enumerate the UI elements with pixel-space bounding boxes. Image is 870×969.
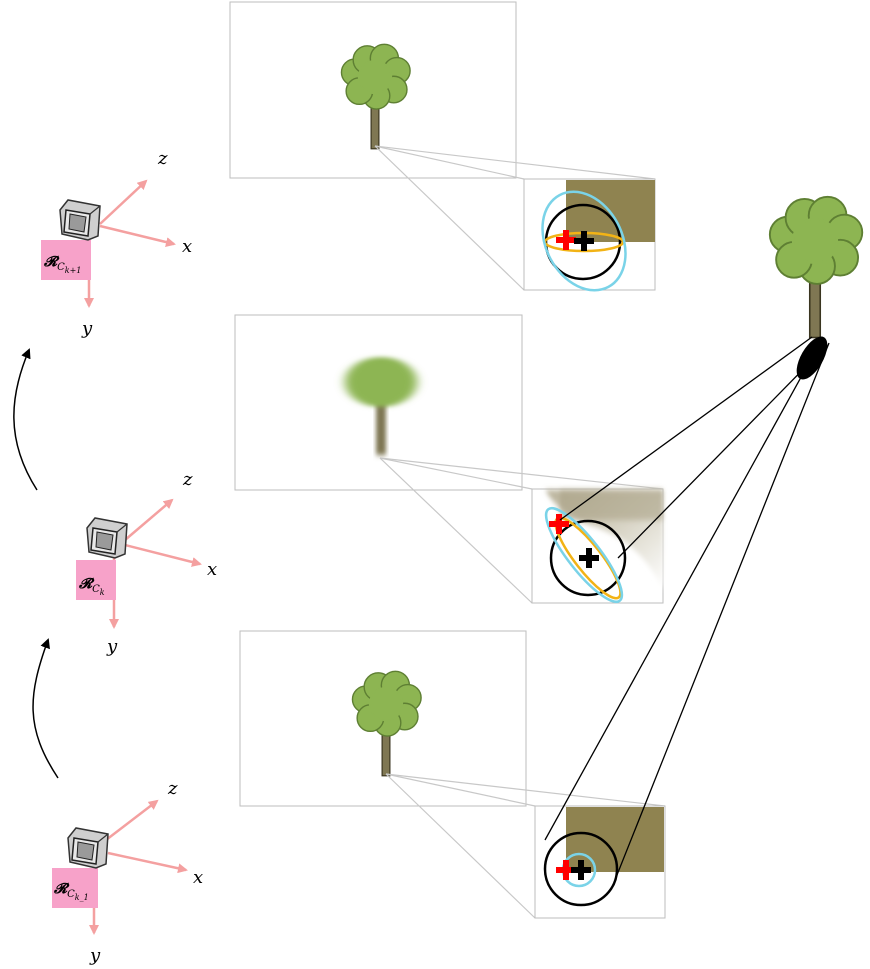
view-frame-middle [234,314,523,491]
motion-arrow-lower [32,638,59,779]
view-frame-bottom [239,630,527,807]
camera-icon [67,827,109,869]
camera-icon [59,199,101,241]
camera-frame-k: z x y 𝓡Ck [76,469,217,657]
projection-lines [544,336,830,881]
x-axis-label: x [207,559,217,580]
x-axis-label: x [193,867,203,888]
landmark-tree-icon [768,195,864,339]
uncertainty-circle [543,831,619,907]
y-axis-label: y [89,945,101,966]
frame-label-badge [76,560,116,600]
frame-label: 𝓡Ck [78,576,105,597]
camera-icon [86,517,128,559]
z-axis-label: z [182,469,193,490]
frame-label: 𝓡Ck+1 [43,254,81,275]
frame-label: 𝓡Ck_1 [53,881,89,902]
z-axis-label: z [167,778,178,799]
zoom-lines [374,145,666,919]
x-axis-label: x [182,236,192,257]
uncertainty-circle [549,519,627,597]
tree-icon-blurred [345,357,417,455]
y-axis-label: y [106,636,118,657]
frame-label-badge [52,868,98,908]
ellipse-icon [544,506,624,604]
zoom-inset-top [523,178,656,292]
camera-frame-k-plus-1: z x y 𝓡Ck+1 [41,148,192,339]
camera-frame-k-minus-1: z x y 𝓡Ck_1 [52,778,203,966]
motion-arrow-upper [13,348,38,491]
view-frame-top [229,1,517,179]
frame-label-badge [41,240,91,280]
ellipse-icon [541,190,627,292]
z-axis-label: z [157,148,168,169]
zoom-inset-bottom [534,805,666,919]
zoom-inset-middle [531,488,664,604]
y-axis-label: y [81,318,93,339]
